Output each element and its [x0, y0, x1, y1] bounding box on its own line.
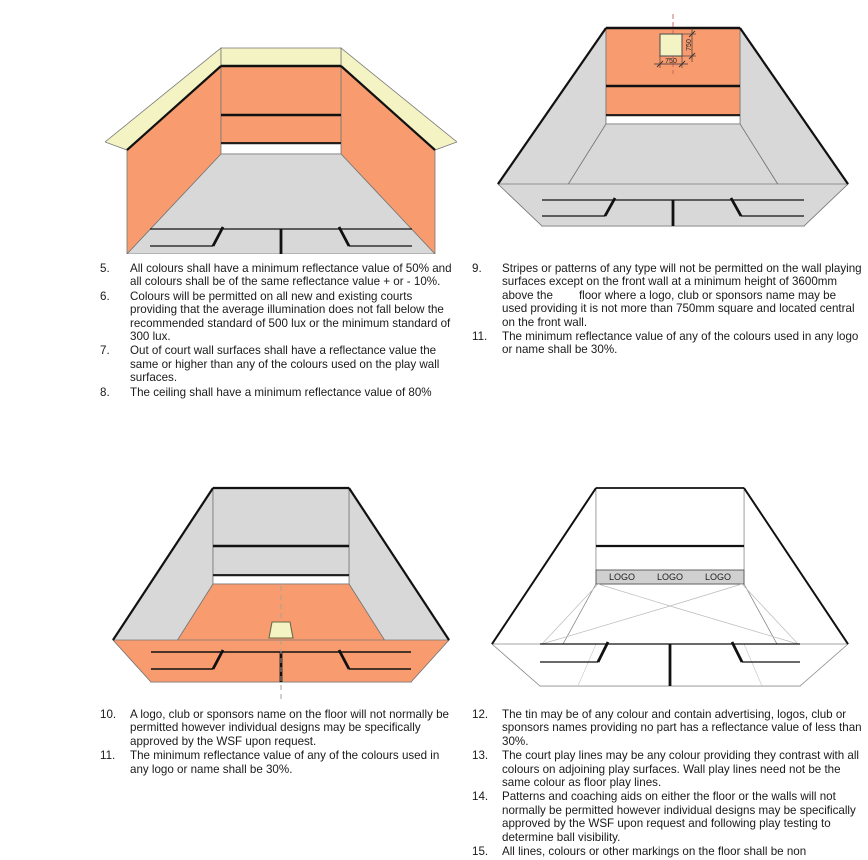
rules-list-top-left: 5. All colours shall have a minimum refl… — [100, 262, 452, 400]
tin-band — [220, 143, 342, 155]
rule-number: 10. — [100, 708, 117, 721]
tin-logo-label: LOGO — [705, 572, 731, 582]
rule-item: 10. A logo, club or sponsors name on the… — [100, 708, 452, 748]
rule-text: The tin may be of any colour and contain… — [502, 708, 862, 748]
out-line-right — [340, 65, 436, 151]
rule-text: A logo, club or sponsors name on the flo… — [130, 708, 449, 748]
rule-text: Colours will be permitted on all new and… — [130, 289, 451, 344]
dim-tick — [688, 52, 696, 60]
dimension-label-vertical: 750 — [686, 39, 693, 51]
rule-text: The ceiling shall have a minimum reflect… — [130, 385, 432, 399]
panel-top-left: 5. All colours shall have a minimum refl… — [0, 0, 460, 440]
tin-band — [212, 575, 350, 585]
front-wall — [212, 487, 350, 577]
service-box-left-side — [603, 197, 617, 217]
panel-bottom-left: 10. A logo, club or sponsors name on the… — [0, 440, 460, 860]
guide-line — [541, 583, 599, 645]
rule-item: 6. Colours will be permitted on all new … — [100, 290, 452, 344]
service-box-left-side — [211, 226, 225, 247]
rule-text-part1: Stripes or patterns of any type will not… — [502, 262, 862, 302]
rule-text: The court play lines may be any colour p… — [502, 749, 860, 790]
front-wall — [220, 65, 342, 145]
rule-item: 13. The court play lines may be any colo… — [472, 749, 864, 789]
service-box-left-side — [596, 641, 610, 663]
figure-court-front-wall-logo: 750 750 — [497, 14, 849, 227]
rule-number: 14. — [472, 790, 489, 804]
rule-text: Stripes or patterns of any type will not… — [502, 262, 862, 329]
service-box-right-side — [337, 226, 351, 247]
rule-item: 12. The tin may be of any colour and con… — [472, 708, 864, 748]
service-box-left-side — [211, 649, 225, 670]
rule-number: 11. — [100, 749, 116, 763]
rule-number: 5. — [100, 262, 110, 275]
rule-text: Patterns and coaching aids on either the… — [502, 790, 856, 844]
guide-line — [669, 583, 743, 607]
out-line-left — [112, 487, 214, 641]
out-line-right — [739, 27, 849, 185]
guide-line — [743, 643, 763, 687]
tin-band — [595, 569, 745, 585]
rule-text: All colours shall have a minimum reflect… — [130, 262, 452, 289]
rule-item: 14. Patterns and coaching aids on either… — [472, 790, 864, 844]
rule-item: 15. All lines, colours or other markings… — [472, 845, 864, 858]
service-box-right-side — [729, 197, 743, 217]
rule-number: 12. — [472, 708, 489, 721]
rule-number: 11. — [472, 330, 488, 344]
rule-number: 6. — [100, 289, 110, 303]
rule-number: 15. — [472, 845, 489, 859]
guide-line — [577, 643, 597, 687]
rule-item: 11. The minimum reflectance value of any… — [472, 330, 862, 357]
panel-bottom-right: LOGO LOGO LOGO — [460, 440, 868, 860]
figure-court-tin-advertising: LOGO LOGO LOGO — [491, 486, 849, 687]
rule-item: 9. Stripes or patterns of any type will … — [472, 262, 862, 329]
out-line-right — [743, 487, 849, 645]
rule-number: 9. — [472, 262, 482, 275]
rule-text: Out of court wall surfaces shall have a … — [130, 344, 440, 385]
dim-tick — [678, 60, 686, 68]
rule-number: 13. — [472, 749, 489, 763]
logo-square — [659, 33, 683, 57]
front-wall — [595, 487, 745, 577]
tin-band — [605, 115, 741, 125]
rule-number: 7. — [100, 344, 110, 358]
rule-item: 7. Out of court wall surfaces shall have… — [100, 344, 452, 384]
rule-text: The minimum reflectance value of any of … — [502, 330, 859, 357]
rules-list-bottom-right: 12. The tin may be of any colour and con… — [472, 708, 864, 859]
out-line-right — [348, 487, 450, 641]
out-line-left — [126, 65, 222, 151]
service-box-right-side — [337, 649, 351, 670]
guide-line — [741, 583, 799, 645]
out-line-left — [497, 27, 607, 185]
rule-item: 5. All colours shall have a minimum refl… — [100, 262, 452, 289]
dim-tick — [688, 30, 696, 38]
figure-court-coloured-walls — [105, 47, 457, 254]
service-box-right-side — [730, 641, 744, 663]
rules-list-bottom-left: 10. A logo, club or sponsors name on the… — [100, 708, 452, 777]
panel-top-right: 750 750 9. Stripes or patterns of any ty… — [460, 0, 868, 440]
rule-item: 11. The minimum reflectance value of any… — [100, 749, 452, 776]
rule-number: 8. — [100, 385, 110, 399]
guide-line — [669, 605, 799, 645]
dim-tick — [656, 60, 664, 68]
tin-logo-label: LOGO — [609, 572, 635, 582]
floor-logo — [268, 621, 294, 639]
rule-text-part2: floor where a logo, club or sponsors nam… — [502, 288, 855, 329]
out-line-left — [491, 487, 597, 645]
guide-line — [597, 583, 671, 607]
rules-list-top-right: 9. Stripes or patterns of any type will … — [472, 262, 862, 358]
rule-item: 8. The ceiling shall have a minimum refl… — [100, 386, 452, 399]
rule-text: All lines, colours or other markings on … — [502, 845, 807, 859]
ceiling-band — [220, 47, 342, 67]
dimension-label-horizontal: 750 — [665, 58, 677, 65]
guide-line — [541, 605, 671, 645]
tin-logo-label: LOGO — [657, 572, 683, 582]
rule-text: The minimum reflectance value of any of … — [130, 749, 440, 776]
figure-court-floor-logo — [112, 486, 450, 702]
